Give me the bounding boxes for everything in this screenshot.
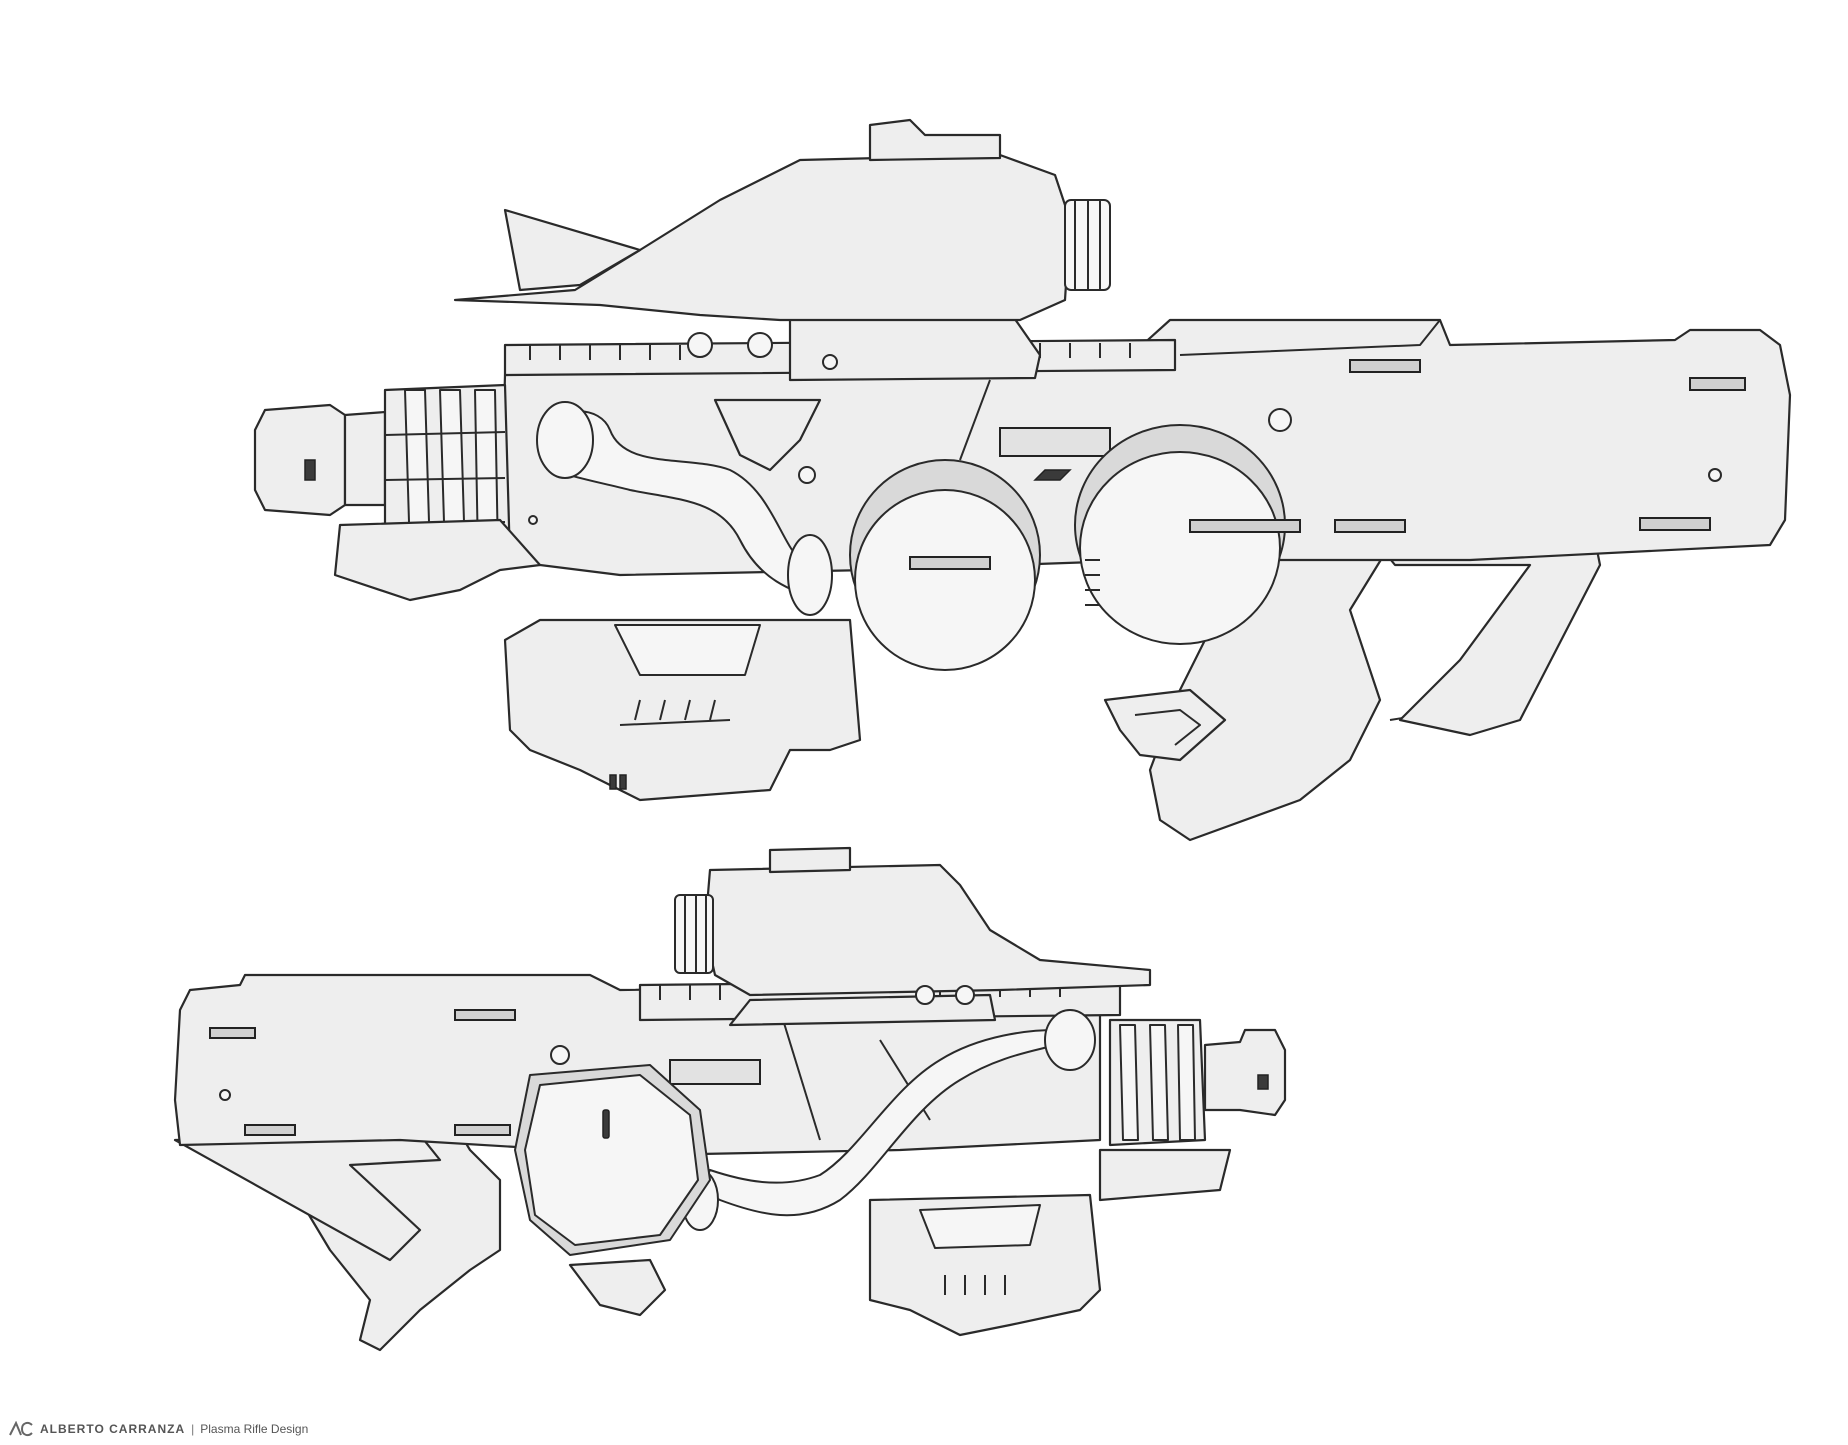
rifle-right-side-view	[253, 118, 1792, 842]
rifle-stock	[1148, 543, 1392, 842]
scope-knob-small	[674, 894, 714, 974]
credit-footer: ALBERTO CARRANZA | Plasma Rifle Design	[8, 1418, 308, 1440]
muzzle	[253, 403, 347, 517]
scope-small	[703, 863, 1152, 997]
energy-canister-front	[849, 459, 1041, 671]
rifle-left-side-view	[173, 846, 1287, 1352]
barrel-shroud	[383, 383, 512, 562]
trigger-guard	[1103, 688, 1227, 762]
rail-teeth	[529, 343, 1131, 360]
trigger-guard-small	[568, 1258, 667, 1317]
stock-frame	[1373, 538, 1602, 737]
receiver-slot	[1349, 359, 1421, 373]
barrel	[343, 410, 387, 507]
energy-canister-rear	[1074, 424, 1301, 645]
scope-base	[788, 310, 1042, 382]
ac-monogram-icon	[9, 1421, 33, 1437]
magazine-housing	[503, 618, 862, 802]
energy-canister-small	[514, 1064, 711, 1256]
muzzle-small	[1203, 1028, 1287, 1117]
scope	[453, 153, 1072, 322]
scope-knob	[1064, 199, 1111, 291]
footer-separator: |	[191, 1422, 195, 1436]
author-name: ALBERTO CARRANZA	[40, 1422, 186, 1436]
artwork-title: Plasma Rifle Design	[200, 1422, 309, 1436]
barrel-shroud-small	[1108, 1018, 1207, 1147]
